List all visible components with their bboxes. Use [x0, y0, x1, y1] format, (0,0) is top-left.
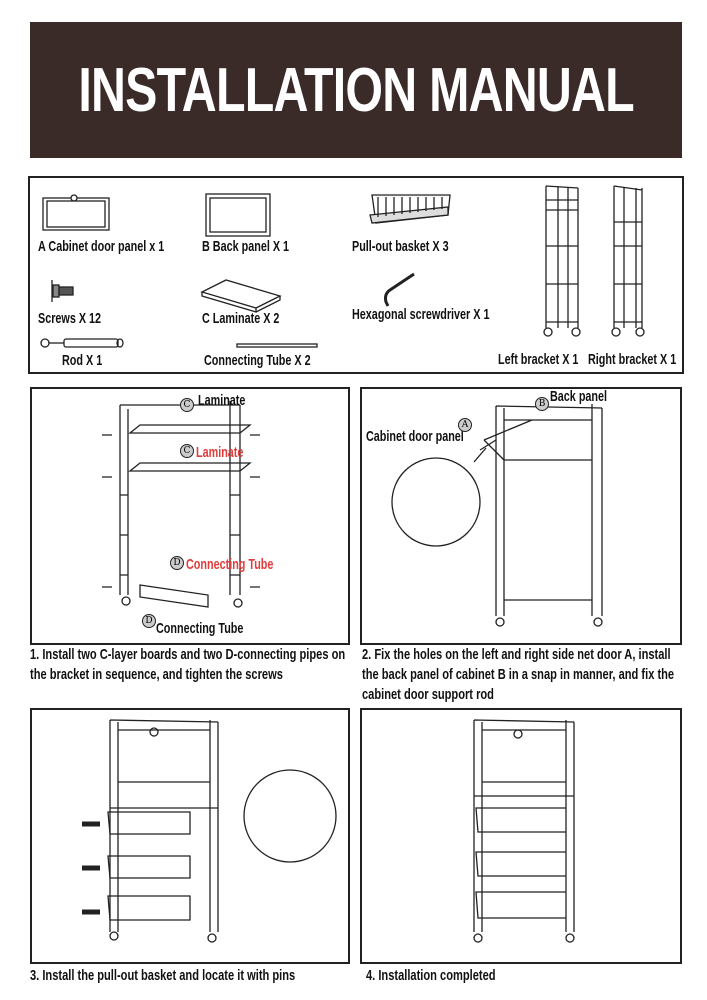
step2-cabinet-diagram	[391, 404, 603, 627]
step2-panel	[360, 387, 682, 645]
step1-tube-red-label: Connecting Tube	[186, 556, 274, 573]
part-label-laminate: C Laminate X 2	[202, 310, 280, 327]
part-label-rod: Rod X 1	[62, 352, 103, 369]
part-label-right-bracket: Right bracket X 1	[588, 351, 677, 368]
step2-back-panel-label: Back panel	[550, 388, 608, 405]
step3-basket-diagram	[82, 719, 337, 943]
basket-icon	[369, 194, 451, 224]
step2-caption: 2. Fix the holes on the left and right s…	[362, 646, 675, 703]
step1-tube-label: Connecting Tube	[156, 620, 244, 637]
part-label-left-bracket: Left bracket X 1	[498, 351, 579, 368]
back-panel-icon	[205, 193, 271, 237]
part-marker-c2: C	[180, 444, 194, 458]
laminate-icon	[200, 279, 282, 313]
part-marker-a: A	[458, 418, 472, 432]
cabinet-door-panel-icon	[42, 194, 110, 231]
left-bracket-icon	[543, 185, 581, 337]
rod-icon	[40, 338, 124, 348]
step1-frame-diagram	[102, 401, 260, 608]
page-title: INSTALLATION MANUAL	[78, 55, 634, 125]
connecting-tube-icon	[236, 343, 318, 348]
parts-list-panel	[28, 176, 684, 374]
part-marker-d2: D	[142, 614, 156, 628]
hex-screwdriver-icon	[384, 272, 415, 307]
part-label-back-panel: B Back panel X 1	[202, 238, 290, 255]
part-marker-c1: C	[180, 398, 194, 412]
part-label-tube: Connecting Tube X 2	[204, 352, 311, 369]
step1-caption: 1. Install two C-layer boards and two D-…	[30, 646, 346, 683]
step4-caption: 4. Installation completed	[366, 967, 496, 984]
step1-panel	[30, 387, 350, 645]
step1-laminate-label: Laminate	[198, 392, 246, 409]
part-label-basket: Pull-out basket X 3	[352, 238, 449, 255]
step2-door-panel-label: Cabinet door panel	[366, 428, 464, 445]
part-label-screws: Screws X 12	[38, 310, 102, 327]
step3-panel	[30, 708, 350, 964]
right-bracket-icon	[611, 185, 645, 337]
part-label-screwdriver: Hexagonal screwdriver X 1	[352, 306, 490, 323]
step4-completed-cart-diagram	[473, 719, 575, 943]
part-marker-b: B	[535, 397, 549, 411]
header-banner: INSTALLATION MANUAL	[30, 22, 682, 158]
step4-panel	[360, 708, 682, 964]
screw-icon	[51, 280, 74, 302]
step3-caption: 3. Install the pull-out basket and locat…	[30, 967, 296, 984]
step1-laminate-red-label: Laminate	[196, 444, 244, 461]
part-marker-d1: D	[170, 556, 184, 570]
part-label-cabinet-door: A Cabinet door panel x 1	[38, 238, 165, 255]
